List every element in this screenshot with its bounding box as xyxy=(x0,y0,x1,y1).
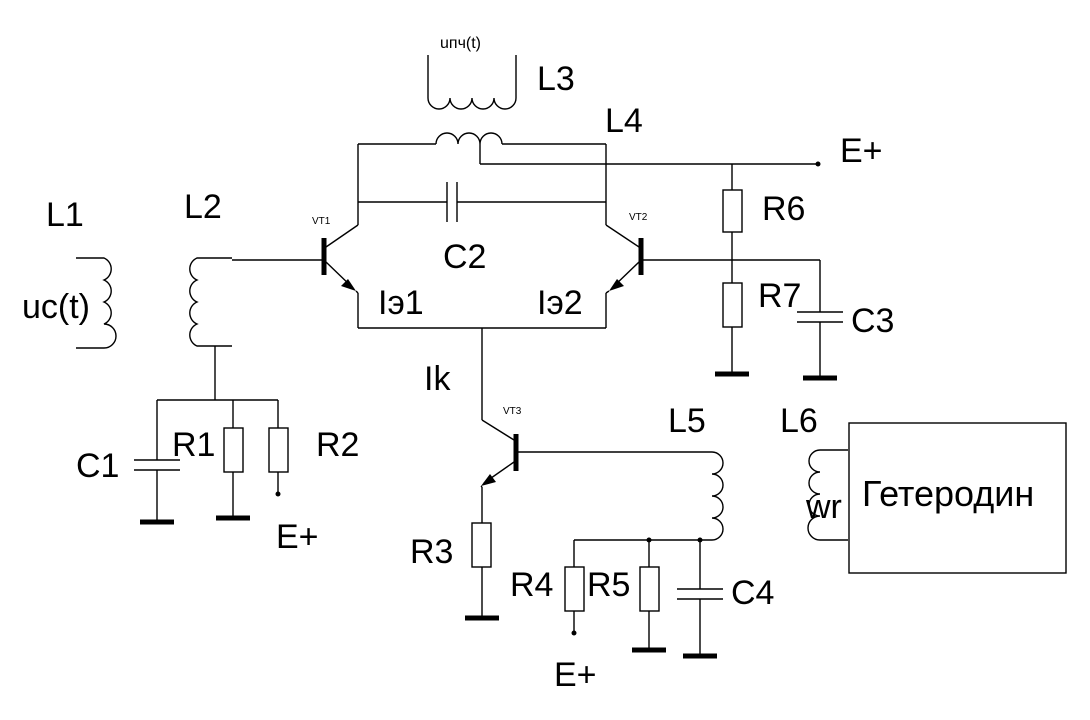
label-heterodyne: Гетеродин xyxy=(862,473,1034,514)
coil-l6 xyxy=(807,449,848,541)
label-r2: R2 xyxy=(316,426,359,464)
label-ie2: Iэ2 xyxy=(537,284,583,322)
label-vt3: VT3 xyxy=(503,406,522,417)
label-c1: C1 xyxy=(76,447,119,485)
capacitor-c3 xyxy=(797,260,843,381)
label-r5: R5 xyxy=(587,566,630,604)
resistor-r3 xyxy=(465,522,499,621)
supply-terminal xyxy=(815,161,821,167)
capacitor-c4 xyxy=(677,540,723,659)
resistor-r6 xyxy=(722,164,743,283)
label-e-r2: E+ xyxy=(276,518,319,556)
label-r4: R4 xyxy=(510,566,553,604)
label-r6: R6 xyxy=(762,190,805,228)
label-e-r4: E+ xyxy=(554,656,597,694)
label-ik: Ik xyxy=(424,360,451,398)
label-vt2: VT2 xyxy=(629,212,648,223)
coil-l4 xyxy=(435,132,503,145)
label-r3: R3 xyxy=(410,533,453,571)
label-e-top: E+ xyxy=(840,132,883,170)
label-l5: L5 xyxy=(668,402,706,440)
resistor-r5 xyxy=(632,540,666,653)
resistor-r2 xyxy=(268,400,289,497)
coil-l3 xyxy=(427,55,517,110)
heterodyne-box xyxy=(848,422,1067,574)
transistor-vt3 xyxy=(480,419,519,523)
coil-l1 xyxy=(76,257,117,349)
label-wr: wr xyxy=(805,488,842,526)
label-ie1: Iэ1 xyxy=(378,284,424,322)
label-uc: uc(t) xyxy=(22,288,90,326)
label-r7: R7 xyxy=(758,277,801,315)
transistor-vt2 xyxy=(605,144,644,328)
label-c2: C2 xyxy=(443,238,486,276)
label-l6: L6 xyxy=(780,402,818,440)
coil-l2 xyxy=(189,257,232,347)
resistor-r7 xyxy=(715,282,749,377)
capacitor-c2 xyxy=(358,182,606,222)
resistor-r4 xyxy=(564,540,585,636)
label-c3: C3 xyxy=(851,302,894,340)
coil-l5 xyxy=(700,451,724,541)
label-l4: L4 xyxy=(605,102,643,140)
label-l3: L3 xyxy=(537,60,575,98)
resistor-r1 xyxy=(216,400,250,521)
label-upch: uпч(t) xyxy=(440,35,481,52)
transistor-vt1 xyxy=(321,144,359,328)
label-l2: L2 xyxy=(184,188,222,226)
label-l1: L1 xyxy=(46,196,84,234)
label-vt1: VT1 xyxy=(312,216,331,227)
label-r1: R1 xyxy=(172,426,215,464)
label-c4: C4 xyxy=(731,574,774,612)
capacitor-c1 xyxy=(134,400,180,525)
